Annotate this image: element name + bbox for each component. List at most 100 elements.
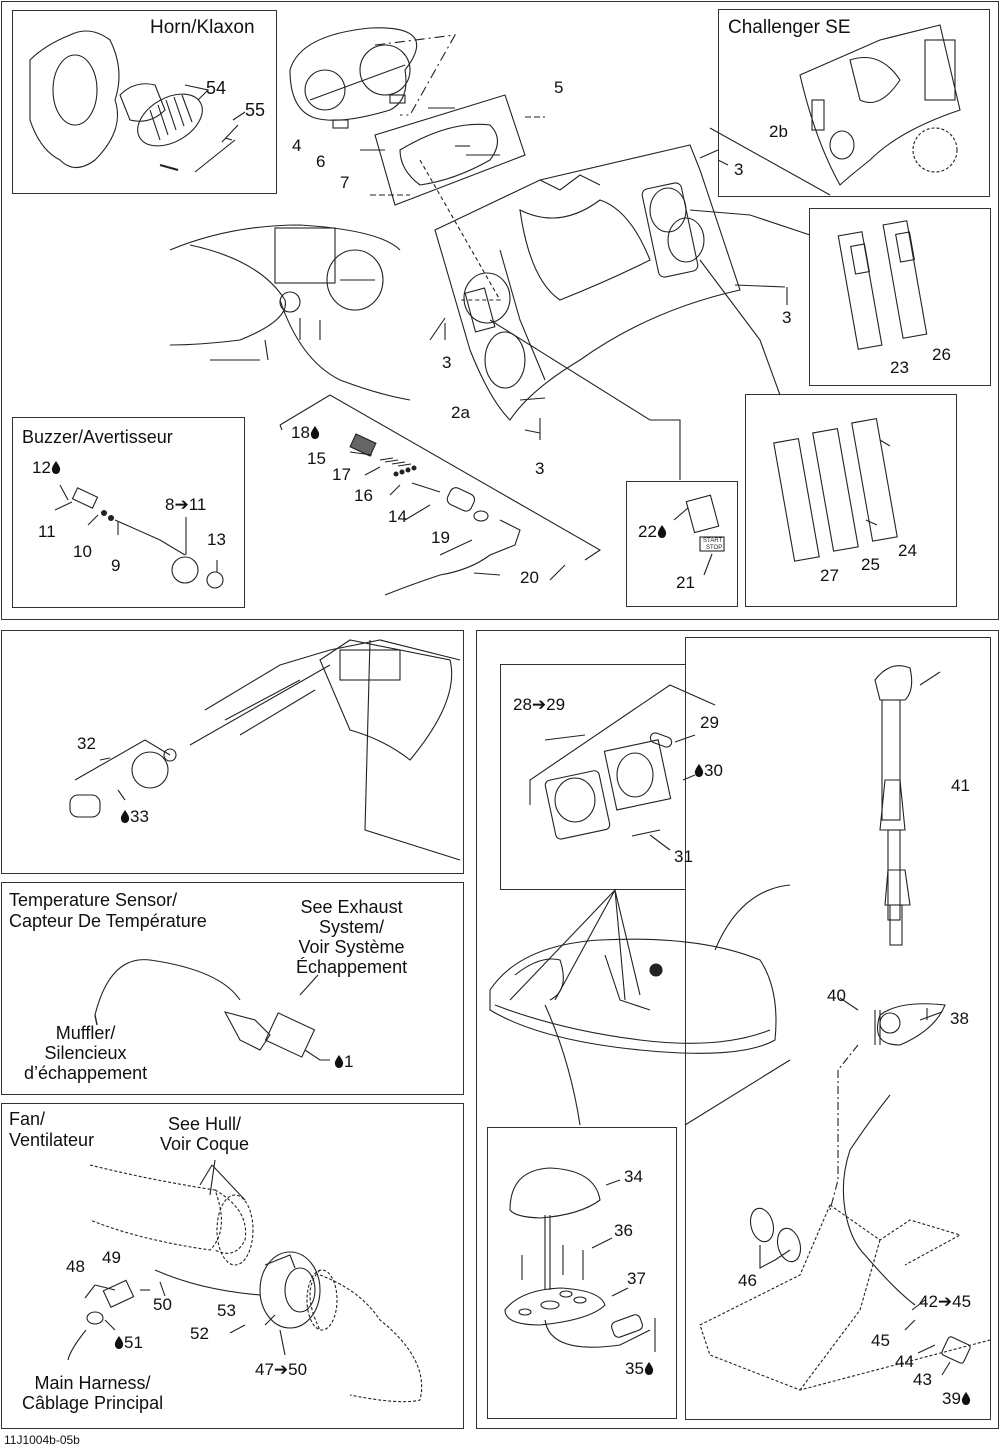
sealant-drop-icon	[51, 461, 61, 474]
gauge-cup-drawing	[529, 684, 716, 851]
part-label: 21	[676, 573, 695, 592]
part-label: 5	[554, 78, 564, 97]
part-label: 27	[820, 566, 839, 585]
part-label: 47➔50	[255, 1360, 308, 1379]
start-stop-glyph: START	[703, 538, 722, 544]
fan-drawing	[89, 1164, 423, 1403]
part-label: 14	[388, 507, 407, 526]
part-label: 3	[535, 459, 545, 478]
see-exhaust-note: See Exhaust System/ Voir Système Échappe…	[296, 897, 408, 977]
part-label: 37	[627, 1269, 646, 1288]
part-label: 15	[307, 449, 326, 468]
part-label: 19	[431, 528, 450, 547]
part-label: 42➔45	[919, 1292, 972, 1311]
sealant-drop-icon	[334, 1055, 344, 1068]
part-label: 50	[153, 1295, 172, 1314]
part-label: 49	[102, 1248, 121, 1267]
part-label: 25	[861, 555, 880, 574]
part-label: 2a	[451, 403, 470, 422]
part-label: 8➔11	[165, 495, 207, 514]
part-label: 52	[190, 1324, 209, 1343]
part-label: 9	[111, 556, 121, 575]
horn-title: Horn/Klaxon	[150, 17, 255, 38]
part-label: 3	[782, 308, 792, 327]
part-label: 3	[442, 353, 452, 372]
top-panel-frame	[1, 1, 999, 620]
buzzer-title: Buzzer/Avertisseur	[22, 427, 173, 447]
part-label: 13	[207, 530, 226, 549]
part-label: 6	[316, 152, 326, 171]
temp-sensor-panel-frame	[1, 882, 464, 1095]
part-label: 30	[694, 762, 723, 780]
part-label: 40	[827, 986, 846, 1005]
start-stop-drawing	[673, 494, 725, 576]
part-label: 43	[913, 1370, 932, 1389]
part-label: 17	[332, 465, 351, 484]
part-label: 48	[66, 1257, 85, 1276]
part-label: 22	[638, 523, 667, 541]
svg-text:STOP: STOP	[706, 545, 722, 551]
sealant-drop-icon	[694, 764, 704, 777]
part-label: 32	[77, 734, 96, 753]
part-label: 51	[114, 1334, 143, 1352]
sealant-drop-icon	[657, 525, 667, 538]
part-label: 28➔29	[513, 695, 566, 714]
fan-panel-frame	[1, 1103, 464, 1429]
part-label: 31	[674, 847, 693, 866]
part-number: 18	[291, 423, 310, 442]
buzzer-drawing	[54, 484, 224, 589]
challenger-title: Challenger SE	[728, 17, 851, 38]
accessory-panel-frame	[476, 630, 999, 1429]
part-label: 44	[895, 1352, 914, 1371]
part-label: 39	[942, 1390, 971, 1408]
fan-solid-drawing	[67, 1159, 321, 1361]
part-label: 36	[614, 1221, 633, 1240]
part-label: 53	[217, 1301, 236, 1320]
temp-sensor-title: Temperature Sensor/ Capteur De Températu…	[9, 890, 207, 931]
part-label: 3	[734, 160, 744, 179]
sealant-drop-icon	[961, 1392, 971, 1405]
part-number: 1	[344, 1052, 354, 1071]
muffler-note: Muffler/ Silencieux d’échappement	[24, 1023, 148, 1083]
stern-light-drawing	[699, 665, 991, 1391]
sealant-drop-icon	[644, 1362, 654, 1375]
buzzer-box	[12, 417, 245, 608]
part-label: 2b	[769, 122, 788, 141]
part-label: 4	[292, 136, 302, 155]
part-number: 30	[704, 761, 723, 780]
part-label: 41	[951, 776, 970, 795]
switches-two-box	[809, 208, 991, 386]
lighter-drawing	[69, 639, 461, 861]
gauge-cluster-drawing	[289, 27, 545, 206]
bow-light-drawing	[504, 1167, 656, 1352]
dashboard-overview-drawing	[169, 224, 411, 401]
sealant-drop-icon	[120, 810, 130, 823]
sealant-drop-icon	[114, 1336, 124, 1349]
part-label: 11	[38, 522, 56, 541]
main-harness-note: Main Harness/ Câblage Principal	[22, 1373, 164, 1413]
part-label: 29	[700, 713, 719, 732]
document-code: 11J1004b-05b	[4, 1433, 80, 1447]
part-label: 38	[950, 1009, 969, 1028]
part-label: 7	[340, 173, 350, 192]
key-switch-drawing	[279, 394, 602, 596]
sealant-drop-icon	[310, 426, 320, 439]
stern-light-box	[685, 637, 991, 1420]
part-number: 35	[625, 1359, 644, 1378]
part-label: 26	[932, 345, 951, 364]
part-label: 10	[73, 542, 92, 561]
fan-title: Fan/ Ventilateur	[9, 1109, 95, 1150]
challenger-console-drawing	[709, 24, 961, 196]
part-label: 33	[120, 808, 149, 826]
part-number: 39	[942, 1389, 961, 1408]
switches-three-box	[745, 394, 957, 607]
part-label: 16	[354, 486, 373, 505]
part-label: 24	[898, 541, 917, 560]
part-label: 45	[871, 1331, 890, 1350]
lighter-panel-frame	[1, 630, 464, 874]
part-label: 55	[245, 100, 266, 120]
part-number: 22	[638, 522, 657, 541]
part-label: 54	[206, 78, 227, 98]
temp-sensor-drawing	[94, 959, 330, 1061]
